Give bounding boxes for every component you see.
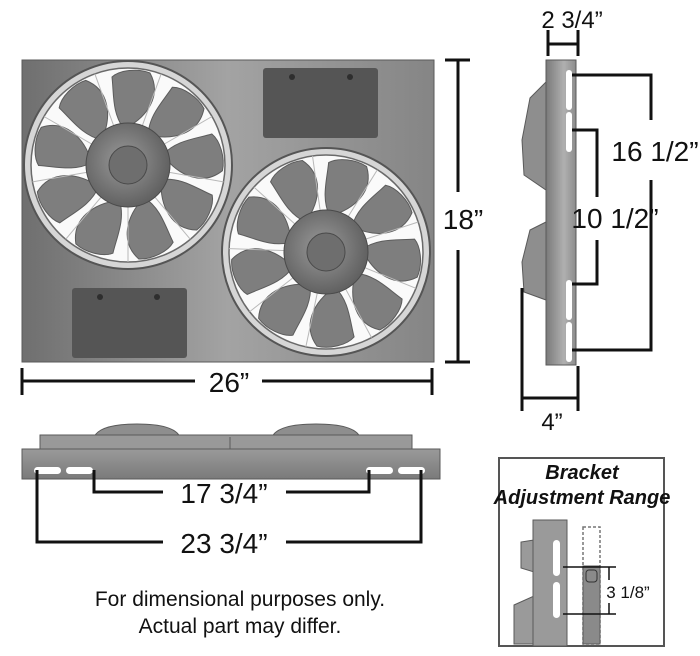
mount-plate-top-right — [263, 68, 378, 138]
width-dimension — [20, 368, 434, 395]
bottom-plate — [21, 448, 441, 480]
fan-spoke — [346, 169, 378, 219]
fan-spoke — [32, 171, 89, 183]
bottom-view: 17 3/4” 23 3/4” — [21, 423, 441, 559]
disclaimer-note: For dimensional purposes only. Actual pa… — [40, 586, 440, 640]
inset-title-line2: Adjustment Range — [493, 487, 671, 509]
fan-spoke — [141, 73, 162, 128]
fan-spoke — [153, 195, 191, 240]
disclaimer-line2: Actual part may differ. — [138, 615, 342, 638]
side-top-width-label: 2 3/4” — [541, 7, 602, 34]
height-dimension — [445, 58, 470, 364]
fan-spoke — [43, 116, 94, 146]
side-view: 2 3/4” 16 1/2” 10 1/2” 4” — [520, 7, 699, 436]
fan-spoke — [94, 73, 115, 128]
mount-plate-bottom-left — [72, 288, 187, 358]
side-outer-spacing-label: 16 1/2” — [611, 136, 698, 167]
fan-spoke — [249, 276, 295, 313]
bottom-inner-spacing-label: 17 3/4” — [180, 478, 267, 509]
fan-spoke — [305, 291, 319, 347]
inset-title-line1: Bracket — [545, 462, 620, 484]
fan-left — [23, 60, 233, 270]
motor-bump-bottom-right — [271, 423, 361, 438]
fan-spoke — [229, 248, 287, 252]
motor-bump-bottom-left — [93, 423, 181, 438]
fan-spoke — [344, 287, 372, 338]
motor-bump-upper — [521, 80, 547, 191]
width-label: 26” — [209, 367, 249, 398]
fan-spoke — [363, 221, 419, 241]
fan-spoke — [362, 266, 417, 289]
fan-spoke — [167, 171, 224, 183]
fan-right — [221, 147, 431, 357]
front-view: 18” 26” — [20, 58, 483, 398]
fan-spoke — [253, 186, 297, 226]
height-label: 18” — [443, 204, 483, 235]
bracket-adjustment-inset: Bracket Adjustment Range 3 1/8” — [493, 457, 671, 647]
fan-spoke — [65, 195, 103, 240]
motor-bump-lower — [521, 221, 547, 301]
fan-spoke — [312, 155, 321, 213]
side-inner-spacing-label: 10 1/2” — [571, 203, 658, 234]
fan-spoke — [162, 116, 213, 146]
side-bottom-width-label: 4” — [541, 409, 562, 436]
bottom-outer-spacing-label: 23 3/4” — [180, 528, 267, 559]
disclaimer-line1: For dimensional purposes only. — [94, 588, 386, 611]
inset-range-label: 3 1/8” — [606, 583, 650, 602]
